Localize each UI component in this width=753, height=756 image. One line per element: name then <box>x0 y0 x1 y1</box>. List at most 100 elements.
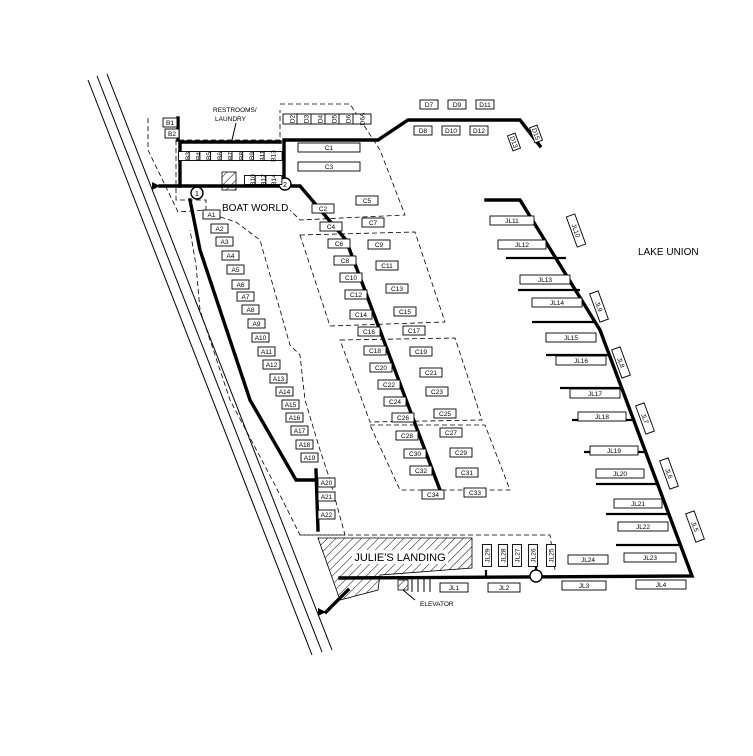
slip-a14[interactable]: A14 <box>275 386 294 397</box>
slip-a1[interactable]: A1 <box>202 209 221 220</box>
slip-jl26[interactable]: JL26 <box>528 544 538 567</box>
slip-jl23[interactable]: JL23 <box>623 552 677 563</box>
slip-d4[interactable]: D4 <box>310 113 330 125</box>
slip-c15[interactable]: C15 <box>393 306 417 317</box>
slip-d12[interactable]: D12 <box>469 125 489 136</box>
slip-jl14[interactable]: JL14 <box>531 297 583 308</box>
slip-a19[interactable]: A19 <box>300 452 319 463</box>
slip-jl13[interactable]: JL13 <box>519 274 571 285</box>
slip-a13[interactable]: A13 <box>269 373 288 384</box>
slip-c33[interactable]: C33 <box>463 487 487 498</box>
slip-jl8[interactable]: JL8 <box>611 346 631 379</box>
slip-c21[interactable]: C21 <box>419 367 443 378</box>
slip-d13[interactable]: D13 <box>506 132 522 152</box>
slip-c2[interactable]: C2 <box>311 203 335 214</box>
slip-jl1[interactable]: JL1 <box>439 582 469 593</box>
slip-c16[interactable]: C16 <box>357 326 381 337</box>
slip-a18[interactable]: A18 <box>295 439 314 450</box>
slip-c8[interactable]: C8 <box>333 255 357 266</box>
slip-jl3[interactable]: JL3 <box>561 580 607 591</box>
slip-d6a[interactable]: D6A <box>352 112 372 125</box>
slip-jl4[interactable]: JL4 <box>635 579 687 590</box>
slip-a15[interactable]: A15 <box>281 399 300 410</box>
slip-a6[interactable]: A6 <box>231 279 250 290</box>
slip-jl24[interactable]: JL24 <box>567 554 609 565</box>
slip-c9[interactable]: C9 <box>367 239 391 250</box>
slip-jl15[interactable]: JL15 <box>545 332 597 343</box>
slip-a12[interactable]: A12 <box>262 359 281 370</box>
slip-a17[interactable]: A17 <box>290 425 309 436</box>
slip-c30[interactable]: C30 <box>403 448 427 459</box>
slip-c12[interactable]: C12 <box>344 289 368 300</box>
slip-c18[interactable]: C18 <box>363 345 387 356</box>
slip-jl10[interactable]: JL10 <box>565 213 587 248</box>
slip-a22[interactable]: A22 <box>317 509 336 520</box>
slip-c24[interactable]: C24 <box>383 396 407 407</box>
slip-a10[interactable]: A10 <box>251 332 270 343</box>
slip-a8[interactable]: A8 <box>241 304 260 315</box>
slip-a3[interactable]: A3 <box>215 236 234 247</box>
slip-c22[interactable]: C22 <box>377 379 401 390</box>
slip-c31[interactable]: C31 <box>455 467 479 478</box>
slip-c13[interactable]: C13 <box>385 283 409 294</box>
slip-jl12[interactable]: JL12 <box>497 239 547 250</box>
slip-c27[interactable]: C27 <box>439 427 463 438</box>
slip-a20[interactable]: A20 <box>317 477 336 488</box>
slip-b1[interactable]: B1 <box>162 117 178 128</box>
slip-a9[interactable]: A9 <box>247 318 266 329</box>
slip-d9[interactable]: D9 <box>447 99 467 110</box>
slip-c7[interactable]: C7 <box>361 217 385 228</box>
slip-d3[interactable]: D3 <box>296 113 316 125</box>
slip-c14[interactable]: C14 <box>349 309 373 320</box>
slip-d15[interactable]: D15 <box>528 124 544 144</box>
slip-c10[interactable]: C10 <box>339 272 363 283</box>
slip-jl28[interactable]: JL28 <box>498 544 508 567</box>
slip-b14[interactable]: B14 <box>265 174 283 186</box>
slip-c6[interactable]: C6 <box>327 238 351 249</box>
slip-jl7[interactable]: JL7 <box>635 402 655 435</box>
slip-c34[interactable]: C34 <box>421 489 445 500</box>
slip-a5[interactable]: A5 <box>226 264 245 275</box>
slip-a16[interactable]: A16 <box>285 412 304 423</box>
slip-c19[interactable]: C19 <box>409 346 433 357</box>
slip-d6[interactable]: D6 <box>338 113 358 125</box>
slip-d7[interactable]: D7 <box>419 99 439 110</box>
slip-jl25[interactable]: JL25 <box>546 544 556 567</box>
slip-c11[interactable]: C11 <box>375 260 399 271</box>
slip-jl6[interactable]: JL6 <box>659 457 679 490</box>
slip-a4[interactable]: A4 <box>221 250 240 261</box>
slip-d11[interactable]: D11 <box>475 99 495 110</box>
slip-c29[interactable]: C29 <box>449 447 473 458</box>
slip-c28[interactable]: C28 <box>395 430 419 441</box>
slip-c5[interactable]: C5 <box>355 195 379 206</box>
slip-jl19[interactable]: JL19 <box>589 445 639 456</box>
slip-jl18[interactable]: JL18 <box>577 411 627 422</box>
slip-a21[interactable]: A21 <box>317 491 336 502</box>
slip-jl16[interactable]: JL16 <box>555 355 607 366</box>
slip-c17[interactable]: C17 <box>402 325 426 336</box>
slip-jl9[interactable]: JL9 <box>589 290 609 323</box>
slip-jl20[interactable]: JL20 <box>595 468 645 479</box>
slip-b2[interactable]: B2 <box>164 128 180 139</box>
slip-c23[interactable]: C23 <box>425 386 449 397</box>
slip-c4[interactable]: C4 <box>319 221 343 232</box>
slip-jl5[interactable]: JL5 <box>685 510 705 543</box>
slip-jl11[interactable]: JL11 <box>489 215 535 226</box>
slip-a11[interactable]: A11 <box>257 346 276 357</box>
slip-a2[interactable]: A2 <box>210 223 229 234</box>
slip-c1[interactable]: C1 <box>297 142 361 153</box>
slip-c32[interactable]: C32 <box>409 465 433 476</box>
slip-c26[interactable]: C26 <box>391 412 415 423</box>
slip-b13[interactable]: B13 <box>263 150 283 162</box>
slip-c25[interactable]: C25 <box>433 408 457 419</box>
slip-jl17[interactable]: JL17 <box>569 388 621 399</box>
slip-jl29[interactable]: JL29 <box>482 544 492 567</box>
slip-jl21[interactable]: JL21 <box>613 498 663 509</box>
slip-jl2[interactable]: JL2 <box>487 582 521 593</box>
slip-c3[interactable]: C3 <box>297 161 361 172</box>
slip-a7[interactable]: A7 <box>236 291 255 302</box>
slip-d8[interactable]: D8 <box>413 125 433 136</box>
slip-d10[interactable]: D10 <box>441 125 461 136</box>
slip-c20[interactable]: C20 <box>369 362 393 373</box>
slip-jl27[interactable]: JL27 <box>512 544 522 567</box>
